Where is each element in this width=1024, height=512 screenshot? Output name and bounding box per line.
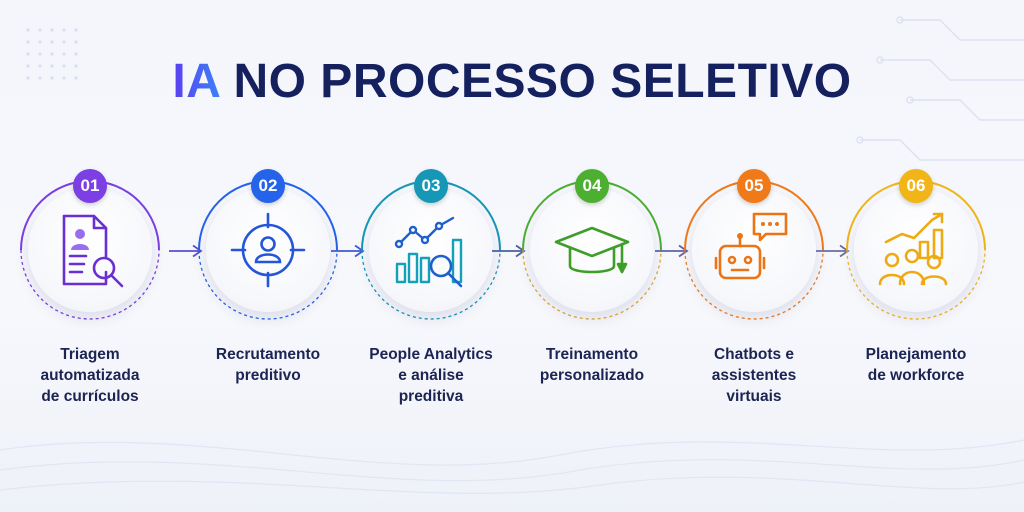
workforce-growth-icon [878,212,948,286]
arrow-right-icon [492,244,526,258]
analytics-chart-icon [394,216,463,288]
step-number-badge: 04 [575,169,609,203]
step-02: 02 Recrutamento preditivo [188,169,348,420]
step-label: People Analytics e análise preditiva [369,346,493,405]
title-accent: IA [172,55,220,108]
step-number-badge: 03 [414,169,448,203]
step-disc [28,188,152,312]
arrow-right-icon [655,244,689,258]
arrow-right-icon [816,244,850,258]
step-disc [692,188,816,312]
step-label: Triagem automatizada de currículos [40,346,140,405]
step-03: 03 People Analytics e análise preditiva [351,169,511,420]
step-label: Planejamento de workforce [865,346,967,384]
resume-search-icon [62,214,124,288]
step-label: Recrutamento preditivo [215,346,321,384]
arrow-right-icon [169,244,203,258]
step-label: Chatbots e assistentes virtuais [711,346,797,405]
step-01: 01 Triagem automatizada de currículos [10,169,170,420]
step-04: 04 Treinamento personalizado [512,169,672,420]
step-disc [530,188,654,312]
step-number-badge: 06 [899,169,933,203]
step-number-badge: 05 [737,169,771,203]
target-user-icon [230,212,306,288]
step-05: 05 Chatbots e assistentes virtuais [674,169,834,420]
arrow-right-icon [331,244,365,258]
page-title: IA NO PROCESSO SELETIVO [0,54,1024,114]
step-number-badge: 02 [251,169,285,203]
title-rest: NO PROCESSO SELETIVO [233,55,852,108]
chatbot-icon [714,212,788,280]
step-disc [369,188,493,312]
step-number-badge: 01 [73,169,107,203]
step-label: Treinamento personalizado [539,346,645,384]
graduation-cap-icon [554,226,630,274]
step-06: 06 Planejamento de workforce [836,169,996,420]
